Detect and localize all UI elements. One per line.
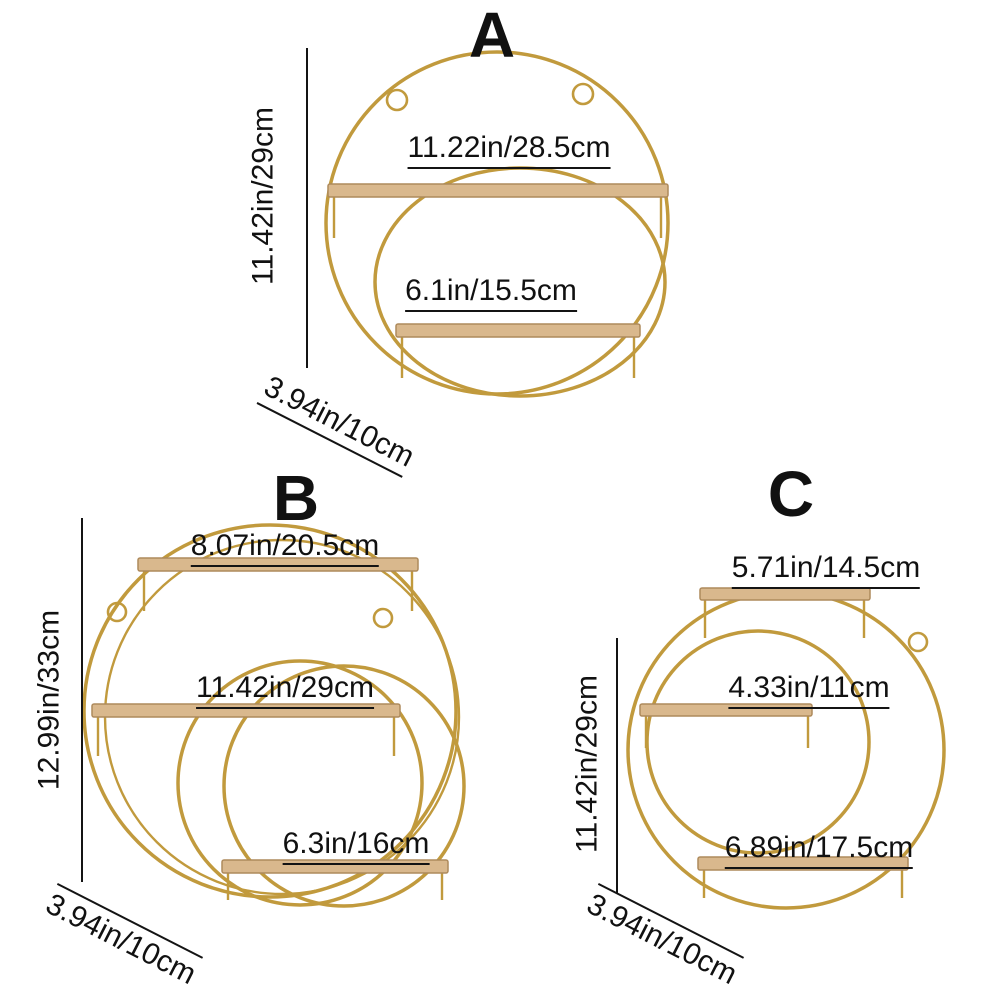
shelf-b-drawing: [81, 518, 466, 908]
shelf-b-inner-width-label: 6.3in/16cm: [282, 827, 430, 865]
shelf-a-hanger-ring-right: [571, 82, 595, 106]
shelf-c-hanger-ring: [907, 631, 929, 653]
shelf-a-inner-width-label: 6.1in/15.5cm: [405, 274, 577, 312]
shelf-a-top-width-label: 11.22in/28.5cm: [407, 131, 611, 169]
shelf-c-inner-moon-ring: [645, 629, 871, 855]
shelf-a-lower-board: [395, 323, 641, 338]
shelf-b-hanger-ring-right: [372, 607, 394, 629]
shelf-c-top-board: [699, 587, 871, 601]
shelf-c-lower-board: [697, 856, 909, 871]
shelf-a-hanger-ring-left: [385, 88, 409, 112]
shelf-b-inner-ring-back: [222, 664, 466, 908]
shelf-a-outer-ring: [324, 50, 670, 396]
shelf-b-hanger-ring-left: [106, 601, 128, 623]
shelf-b-label: B: [272, 461, 320, 534]
shelf-b-height-label: 12.99in/33cm: [32, 609, 66, 791]
shelf-b-top-board: [137, 557, 419, 572]
shelf-c-height-label: 11.42in/29cm: [570, 675, 604, 853]
shelf-b-top-width-label: 8.07in/20.5cm: [190, 529, 380, 567]
shelf-b-mid-width-label: 11.42in/29cm: [196, 671, 374, 709]
shelf-a-height-label: 11.42in/29cm: [246, 107, 280, 285]
shelf-c-label: C: [767, 457, 815, 530]
shelf-c-mid-width-label: 4.33in/11cm: [728, 671, 890, 709]
shelf-a-top-board: [327, 183, 669, 198]
shelf-c-drawing: [616, 587, 946, 910]
shelf-c-bottom-width-label: 6.89in/17.5cm: [724, 831, 914, 869]
shelf-c-top-width-label: 5.71in/14.5cm: [731, 551, 921, 589]
shelf-b-inner-ring-front: [176, 659, 424, 907]
shelf-b-outer-ring: [82, 523, 458, 899]
shelf-a-drawing: [306, 48, 670, 398]
shelf-a-label: A: [468, 0, 516, 71]
